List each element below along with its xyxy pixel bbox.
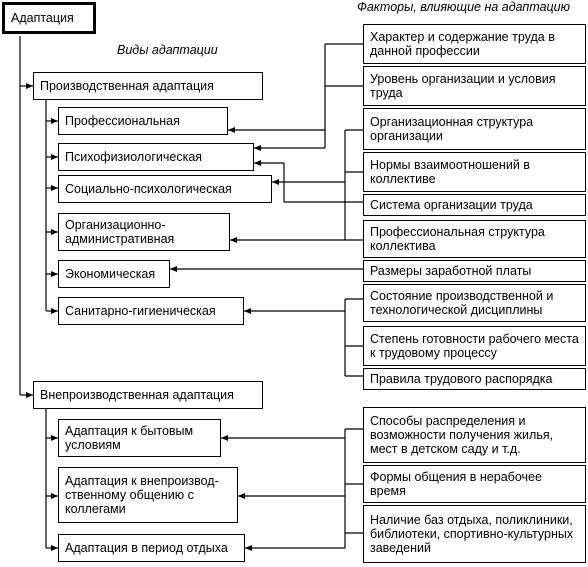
type-label: Санитарно-гигиеническая [65,304,216,318]
factor-label: Формы общения в нерабочее время [370,470,542,498]
factor-label: Система организации труда [370,198,533,212]
type-label: Адаптация к внепроизвод-ственному общени… [65,474,219,516]
type-label: Организационно-административная [65,218,175,246]
factor-box-professional-structure: Профессиональная структура коллектива [363,220,586,258]
factor-box-recreation-facilities: Наличие баз отдыха, поликлиники, библиот… [363,505,586,563]
factor-label: Наличие баз отдыха, поликлиники, библиот… [370,513,574,555]
factor-box-work-content: Характер и содержание труда в данной про… [363,24,586,64]
type-box-household: Адаптация к бытовым условиям [58,419,221,457]
type-label: Адаптация в период отдыха [65,541,228,555]
factor-box-org-structure: Организационная структура организации [363,108,586,150]
factor-box-communication-forms: Формы общения в нерабочее время [363,465,586,503]
factor-label: Правила трудового распорядка [370,372,553,386]
production-adaptation-box: Производственная адаптация [33,72,263,100]
type-box-organizational: Организационно-административная [58,213,230,251]
root-label: Адаптация [11,11,74,25]
type-box-sanitary: Санитарно-гигиеническая [58,297,244,325]
type-box-psychophysiological: Психофизиологическая [58,143,254,171]
types-heading: Виды адаптации [117,43,218,57]
factor-label: Нормы взаимоотношений в коллективе [370,158,530,186]
factor-label: Характер и содержание труда в данной про… [370,30,555,58]
factor-label: Способы распределения и возможности полу… [370,414,554,456]
type-label: Профессиональная [65,114,180,128]
factor-box-workplace-readiness: Степень готовности рабочего места к труд… [363,326,586,366]
type-box-socio-psychological: Социально-психологическая [58,175,272,203]
factor-label: Уровень организации и условия труда [370,72,556,100]
nonproduction-adaptation-box: Внепроизводственная адаптация [33,381,263,409]
factors-heading: Факторы, влияющие на адаптацию [357,0,571,14]
type-box-rest-period: Адаптация в период отдыха [58,534,245,562]
type-box-professional: Профессиональная [58,107,228,135]
factor-box-team-norms: Нормы взаимоотношений в коллективе [363,152,586,192]
factor-box-work-organization-system: Система организации труда [363,194,586,216]
factor-label: Степень готовности рабочего места к труд… [370,332,579,360]
group-label: Производственная адаптация [40,79,214,93]
type-label: Социально-психологическая [65,182,232,196]
type-label: Адаптация к бытовым условиям [65,424,194,452]
type-label: Психофизиологическая [65,150,203,164]
factor-label: Состояние производственной и технологиче… [370,289,554,317]
factor-label: Профессиональная структура коллектива [370,225,545,253]
type-box-extra-work-communication: Адаптация к внепроизвод-ственному общени… [58,467,238,523]
factor-box-salary: Размеры заработной платы [363,260,586,282]
factor-box-discipline: Состояние производственной и технологиче… [363,284,586,322]
type-label: Экономическая [65,267,156,281]
factor-box-housing: Способы распределения и возможности полу… [363,407,586,463]
group-label: Внепроизводственная адаптация [40,388,234,402]
factor-label: Организационная структура организации [370,115,534,143]
type-box-economic: Экономическая [58,260,170,288]
root-box: Адаптация [2,2,96,34]
factor-box-work-conditions: Уровень организации и условия труда [363,66,586,106]
factor-box-work-rules: Правила трудового распорядка [363,368,586,390]
factor-label: Размеры заработной платы [370,264,532,278]
